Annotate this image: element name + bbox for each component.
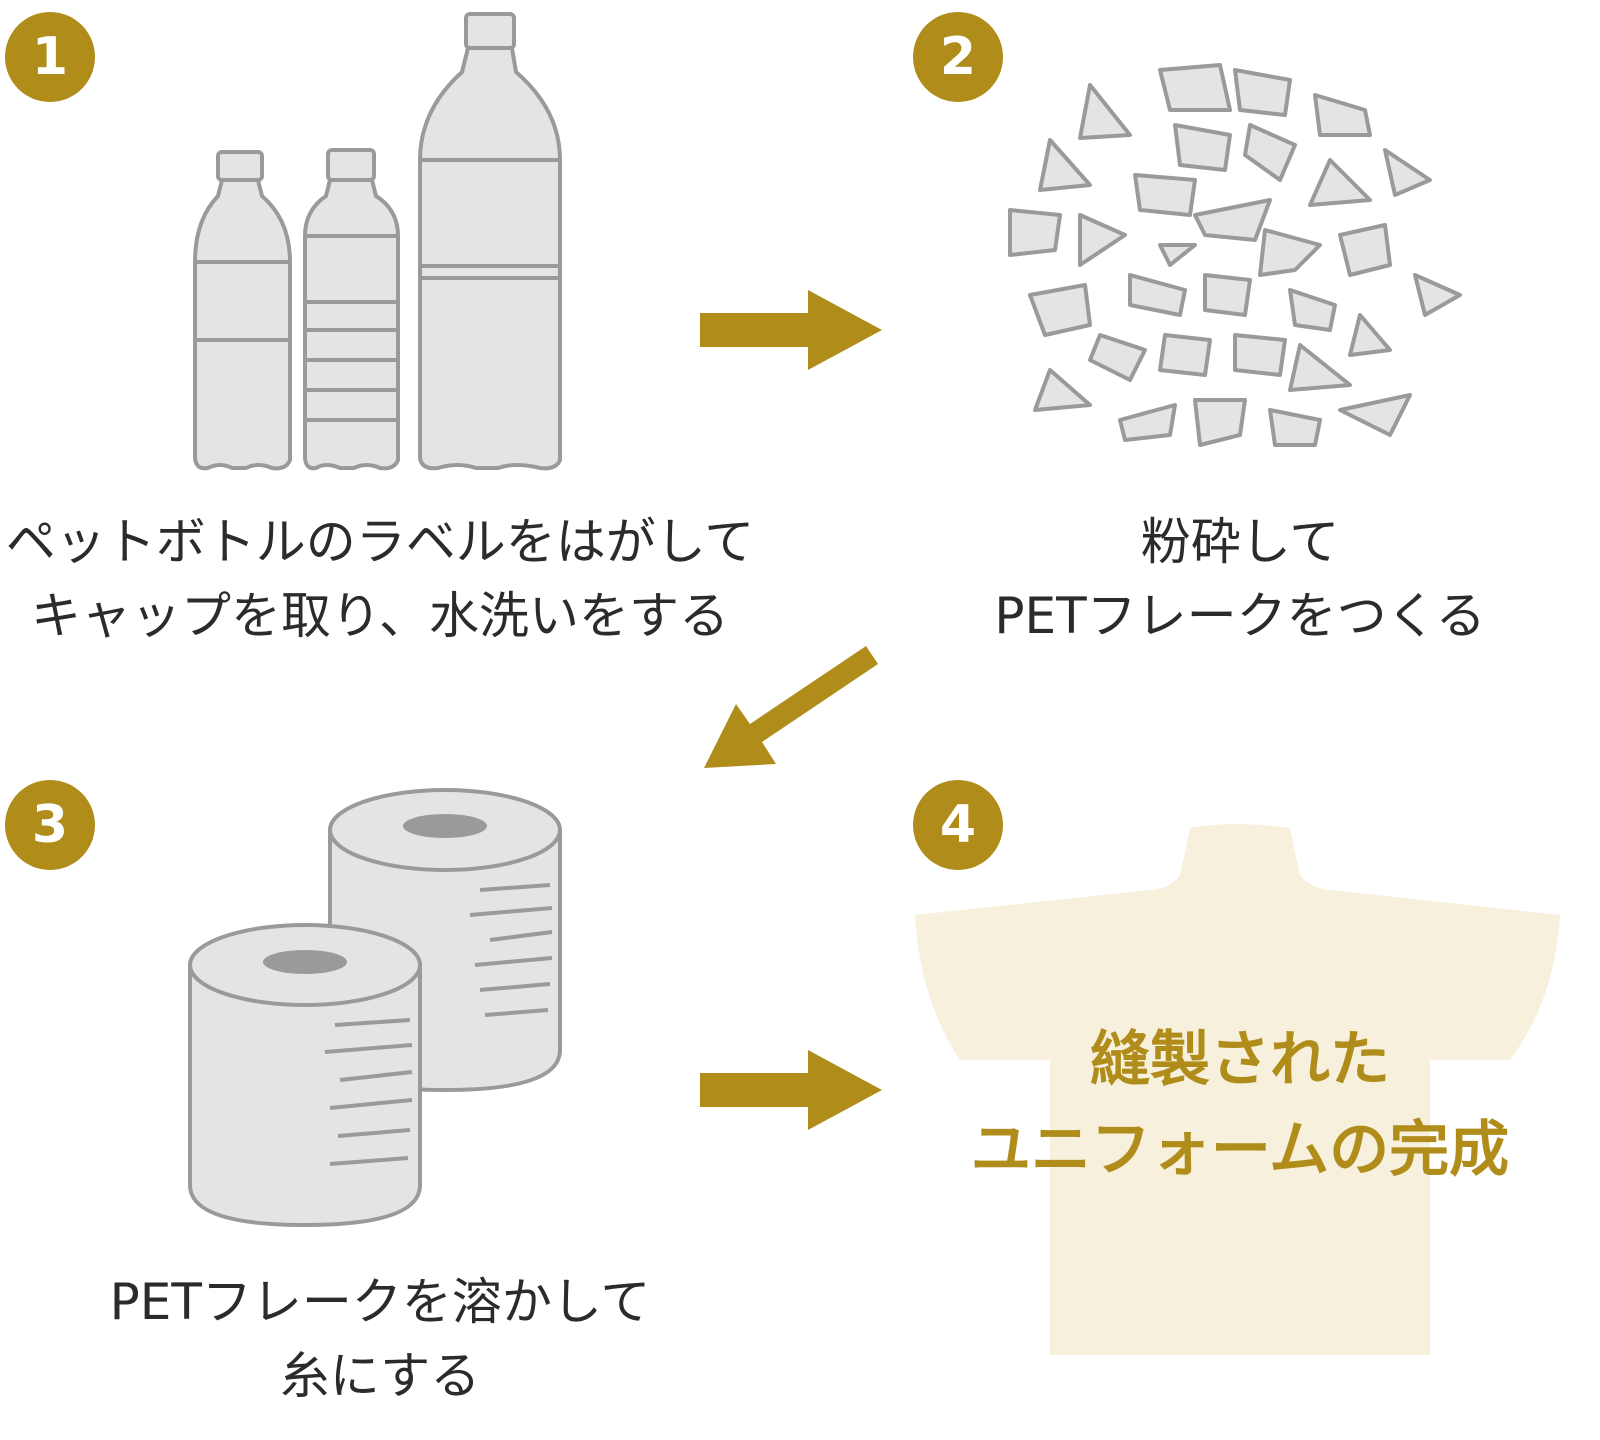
yarn-spools-icon <box>188 788 562 1228</box>
step-4-badge: 4 <box>913 780 1003 870</box>
step-4-caption: 縫製された ユニフォームの完成 <box>920 1015 1560 1195</box>
arrow-diagonal-icon <box>704 646 878 768</box>
step-1-caption: ペットボトルのラベルをはがして キャップを取り、水洗いをする <box>0 505 760 653</box>
step-2-caption-line-2: PETフレークをつくる <box>994 587 1486 645</box>
step-3-caption-line-1: PETフレークを溶かして <box>109 1273 651 1331</box>
uniform-shirt-icon <box>915 824 1560 1355</box>
step-3-caption-line-2: 糸にする <box>279 1347 481 1405</box>
step-2-caption: 粉砕して PETフレークをつくる <box>980 505 1500 653</box>
step-2-caption-line-1: 粉砕して <box>1140 513 1340 571</box>
step-3-badge: 3 <box>5 780 95 870</box>
arrow-right-icon-2 <box>700 1050 882 1130</box>
step-4-caption-line-1: 縫製された <box>1090 1025 1390 1095</box>
arrow-right-icon <box>700 290 882 370</box>
step-1-caption-line-2: キャップを取り、水洗いをする <box>31 587 729 645</box>
pet-bottles-icon <box>193 12 562 471</box>
step-2-badge: 2 <box>913 12 1003 102</box>
step-1-badge: 1 <box>5 12 95 102</box>
step-3-caption: PETフレークを溶かして 糸にする <box>0 1265 760 1413</box>
step-4-caption-line-2: ユニフォームの完成 <box>970 1115 1510 1185</box>
step-1-caption-line-1: ペットボトルのラベルをはがして <box>5 513 755 571</box>
pet-flakes-icon <box>1008 63 1462 447</box>
